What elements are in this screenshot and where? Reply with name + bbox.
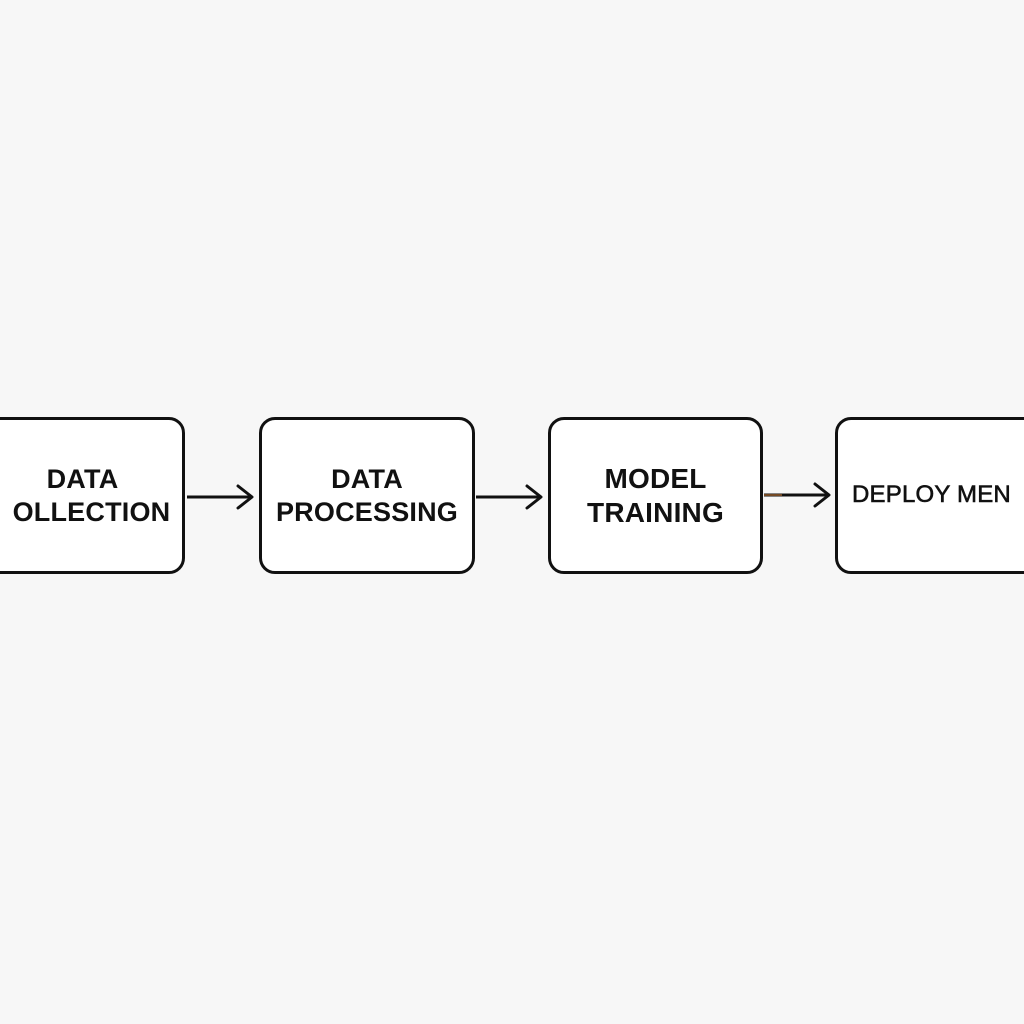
node-label-line: MODEL — [604, 462, 707, 494]
node-label-line: PROCESSING — [275, 496, 459, 527]
edge-processing-to-training — [476, 484, 543, 510]
node-label-line: TRAINING — [587, 496, 724, 528]
edge-training-to-deployment — [764, 482, 831, 508]
node-label-line: DEPLOY MEN — [852, 481, 1011, 509]
node-label-line: DATA — [331, 464, 403, 495]
node-data-collection: DATA OLLECTION — [0, 417, 185, 574]
node-deployment: DEPLOY MEN — [835, 417, 1024, 574]
node-data-processing: DATA PROCESSING — [259, 417, 475, 574]
edge-collection-to-processing — [187, 484, 254, 510]
node-label-line: DATA — [46, 464, 119, 495]
node-model-training: MODEL TRAINING — [548, 417, 763, 574]
node-label-line: OLLECTION — [12, 496, 171, 527]
